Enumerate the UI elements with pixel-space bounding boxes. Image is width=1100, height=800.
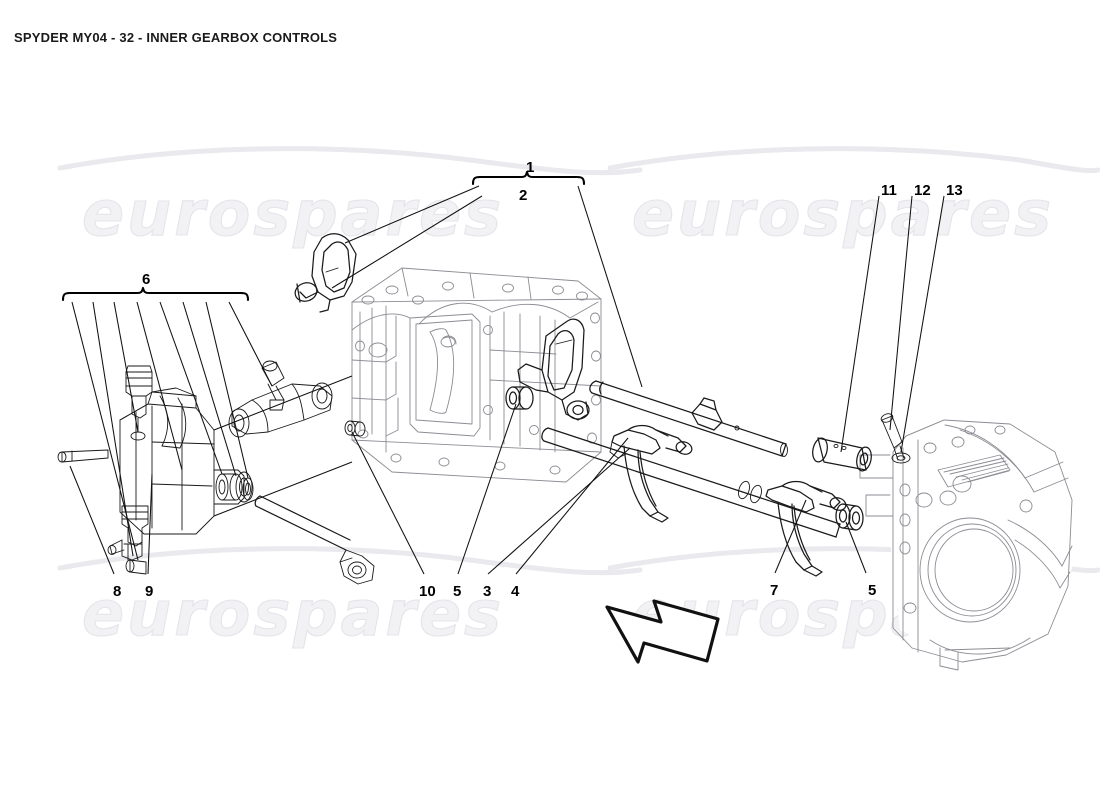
watermark-text: [631, 176, 1055, 251]
pin-detent-part10: [344, 420, 366, 437]
orientation-arrow: [605, 599, 720, 664]
callout-6: 6: [142, 271, 151, 288]
shift-fork-center-housing: [505, 318, 590, 421]
callout-4: 4: [511, 583, 520, 600]
callout-3: 3: [483, 583, 492, 600]
leader-lines: [69, 185, 945, 575]
shift-fork-lower-right: [765, 480, 864, 577]
shift-rod-upper: [589, 380, 788, 457]
bell-housing: [859, 419, 1075, 671]
callout-1: 1: [526, 159, 535, 176]
callout-2: 2: [519, 187, 528, 204]
selector-lever-arm: [228, 360, 333, 438]
shift-rod-lower: [541, 427, 841, 538]
callout-5b: 5: [868, 582, 877, 599]
callout-7: 7: [770, 582, 779, 599]
selector-housing-assembly: [57, 365, 253, 575]
page-title: SPYDER MY04 - 32 - INNER GEARBOX CONTROL…: [14, 30, 338, 45]
watermark-text: [81, 176, 505, 251]
shift-fork-lower-left: [609, 424, 693, 523]
bolt-and-washer-right: [880, 413, 911, 464]
callout-13: 13: [946, 182, 963, 199]
callout-9: 9: [145, 583, 154, 600]
callout-11: 11: [881, 182, 897, 199]
bracket-top: [471, 170, 586, 186]
bracket-left: [61, 286, 250, 302]
shift-fork-upper-left: [294, 233, 357, 313]
callout-12: 12: [914, 182, 931, 199]
lower-shift-rod-left: [215, 473, 375, 585]
sleeve-collar-part11: [812, 437, 872, 472]
gearbox-housing-main: [351, 267, 602, 483]
callout-10: 10: [419, 583, 436, 600]
callout-8: 8: [113, 583, 122, 600]
callout-5: 5: [453, 583, 462, 600]
